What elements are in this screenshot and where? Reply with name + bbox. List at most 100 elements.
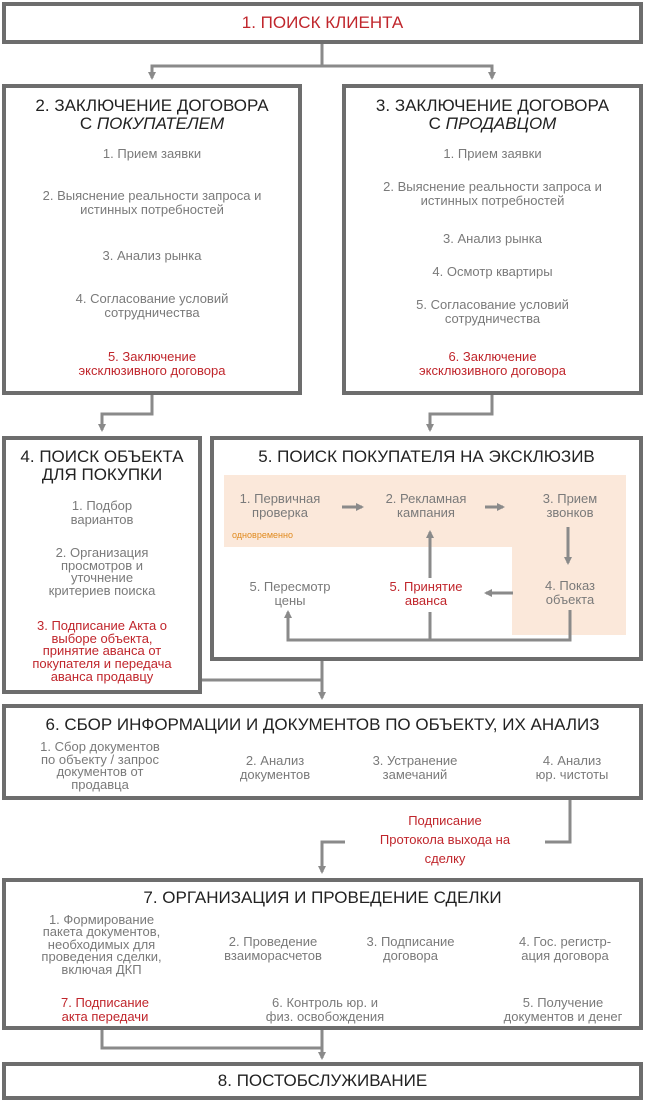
s5-step-2-line1: 2. Рекламная [385, 491, 467, 506]
section-2-title-italic: ПОКУПАТЕЛЕМ [96, 113, 225, 133]
s5-step-4-line2: объекта [545, 591, 595, 607]
section-4-title-line2: ДЛЯ ПОКУПКИ [41, 464, 163, 484]
section-1-box [2, 2, 643, 44]
s5-step-5-line2: аванса [404, 592, 448, 608]
s6-step-3-line1: 3. Устранение [372, 753, 458, 768]
s6-step-1-line2: по объекту / запрос [41, 751, 159, 767]
section-1-title: 1. ПОИСК КЛИЕНТА [241, 13, 404, 32]
section-7-box [2, 878, 643, 1030]
section-8-box [2, 1062, 643, 1100]
s7-step-4: 4. Гос. регистр-ация договора [495, 935, 635, 962]
s2-step-1: 1. Прием заявки [2, 147, 302, 161]
s3-step-4-text: 4. Осмотр квартиры [432, 264, 553, 279]
s3-step-1-text: 1. Прием заявки [443, 146, 542, 161]
s7-step-5-line1: 5. Получение [522, 995, 604, 1010]
protocol-line3: сделку [424, 850, 466, 866]
s6-step-4-line1: 4. Анализ [542, 753, 602, 768]
section-6-box [2, 704, 643, 800]
s2-step-5-line2: эксклюзивного договора [78, 362, 226, 378]
section-8-title: 8. ПОСТОБСЛУЖИВАНИЕ [217, 1071, 428, 1090]
s5-step-1-line2: проверка [252, 504, 308, 520]
s5-step-6-line1: 5. Пересмотр [249, 579, 331, 594]
s4-step-2-line3: уточнение [70, 570, 134, 586]
s7-step-4-line2: ация договора [521, 947, 609, 963]
s2-step-3: 3. Анализ рынка [2, 249, 302, 263]
s4-step-2-line1: 2. Организация [55, 545, 149, 560]
section-5-box [210, 436, 643, 661]
s3-step-4: 4. Осмотр квартиры [342, 265, 643, 279]
s6-step-3-line2: замечаний [382, 766, 448, 782]
protocol-line2: Протокола выхода на [379, 831, 511, 847]
s2-step-1-text: 1. Прием заявки [102, 146, 202, 161]
protocol-line1: Подписание [408, 813, 482, 828]
s6-step-1-line1: 1. Сбор документов [40, 739, 160, 754]
s2-step-2-line1: 2. Выяснение реальности запроса и [42, 188, 262, 203]
s4-step-1-line1: 1. Подбор [71, 498, 133, 513]
section-2-box [2, 84, 302, 395]
s4-step-2-line4: критериев поиска [48, 583, 156, 599]
s4-step-3-line2: выборе объекта, [51, 630, 153, 646]
s3-step-6-line2: эксклюзивного договора [419, 362, 566, 378]
s6-step-2-line2: документов [239, 766, 311, 782]
section-3-box [342, 84, 643, 395]
s5-step-3-line2: звонков [546, 504, 594, 520]
s4-step-3-line5: аванса продавцу [50, 668, 154, 684]
s2-step-3-text: 3. Анализ рынка [102, 248, 202, 263]
s4-step-3-line3: принятие аванса от [42, 643, 162, 659]
section-2-title-line1: 2. ЗАКЛЮЧЕНИЕ ДОГОВОРА [35, 96, 269, 115]
s6-step-2-line1: 2. Анализ [245, 753, 305, 768]
s3-step-5-line1: 5. Согласование условий [416, 297, 569, 312]
s4-step-1-line2: вариантов [70, 511, 134, 527]
section-4-title: 4. ПОИСК ОБЪЕКТА ДЛЯ ПОКУПКИ [2, 448, 202, 484]
s4-step-3-line1: 3. Подписание Акта о [36, 618, 168, 633]
s7-step-1-line1: 1. Формирование [48, 912, 155, 927]
s7-step-7-line1: 7. Подписание [60, 995, 150, 1010]
s3-step-5-line2: сотрудничества [444, 310, 541, 326]
section-3-title-prefix: С [428, 113, 446, 133]
s7-step-2-line1: 2. Проведение [228, 934, 318, 949]
s5-step-6-line2: цены [274, 592, 306, 608]
section-7-title: 7. ОРГАНИЗАЦИЯ И ПРОВЕДЕНИЕ СДЕЛКИ [143, 888, 502, 907]
s7-step-2-line2: взаиморасчетов [224, 947, 322, 963]
s7-step-7-line2: акта передачи [61, 1008, 149, 1024]
section-6-title: 6. СБОР ИНФОРМАЦИИ И ДОКУМЕНТОВ ПО ОБЪЕК… [45, 715, 600, 734]
s3-step-1: 1. Прием заявки [342, 147, 643, 161]
s5-step-3-line1: 3. Прием [542, 491, 598, 506]
s7-step-1-line4: проведения сделки, [41, 949, 162, 965]
section-4-title-line1: 4. ПОИСК ОБЪЕКТА [20, 447, 184, 466]
s7-step-3-line1: 3. Подписание [366, 934, 455, 949]
s7-step-6-line2: физ. освобождения [265, 1008, 385, 1024]
s6-step-1-line3: документов от [56, 764, 144, 780]
s5-step-2-line2: кампания [397, 504, 455, 520]
s3-step-3-text: 3. Анализ рынка [443, 231, 542, 246]
s7-step-1-line2: пакета документов, [42, 924, 161, 940]
s5-parallel-note: одновременно [232, 530, 293, 540]
section-4-box [2, 436, 202, 694]
s6-step-1-line4: продавца [71, 777, 129, 793]
section-3-title-italic: ПРОДАВЦОМ [445, 113, 557, 133]
s2-step-2-line2: истинных потребностей [80, 201, 224, 217]
s2-step-4-line2: сотрудничества [104, 304, 200, 320]
s7-step-3-line2: договора [383, 947, 438, 963]
